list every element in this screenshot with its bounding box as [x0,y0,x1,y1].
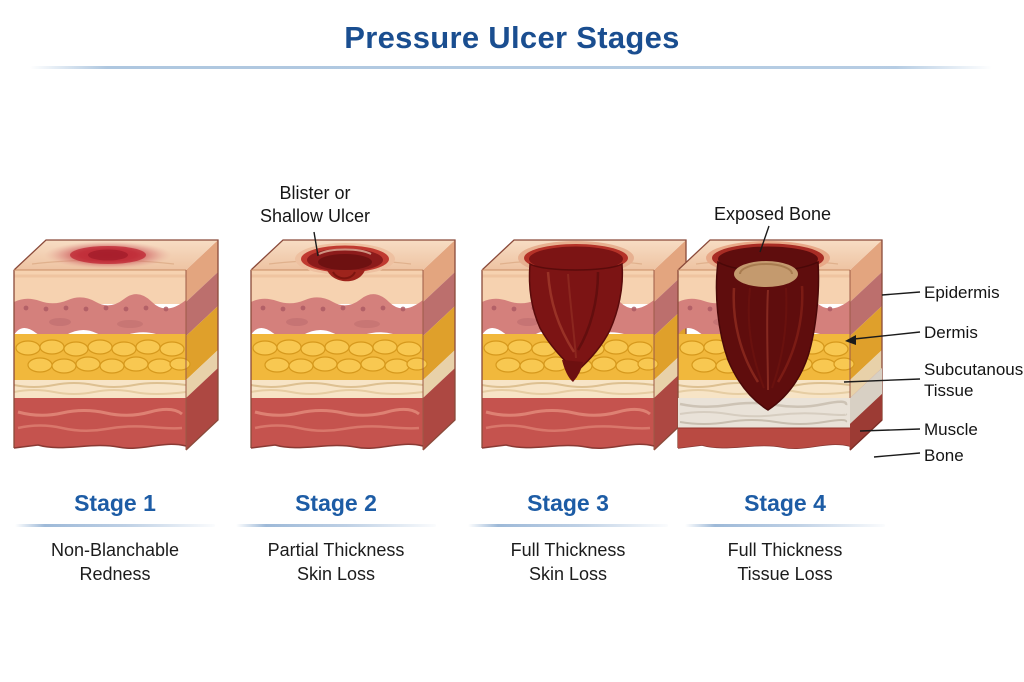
layer-label-bone: Bone [924,446,964,465]
exposed-bone-annotation: Exposed Bone [713,204,832,224]
stage-3-skin-block [480,238,688,452]
stage-4-caption: Stage 4 Full Thickness Tissue Loss [674,490,896,587]
stage-4-underline [685,524,885,527]
stage-4-description: Full Thickness Tissue Loss [727,540,843,584]
exposed-bone-surface [734,261,798,287]
stage-3-underline [468,524,668,527]
stage-4-illustration [674,232,886,460]
stage-2-caption: Stage 2 Partial Thickness Skin Loss [225,490,447,587]
stage-1-underline [15,524,215,527]
stage-2-ulcer-crater [295,243,395,282]
blister-annotation: Blister or Shallow Ulcer [259,183,371,227]
stage-1-illustration [10,232,222,460]
stage-2-skin-block [249,238,457,452]
stage-2-illustration [247,232,459,460]
stage-2-heading: Stage 2 [295,490,377,516]
layer-label-epidermis: Epidermis [924,283,1000,302]
stage-2-description: Partial Thickness Skin Loss [267,540,405,584]
stage-3-illustration [478,232,690,460]
stage-4-deep-cavity [706,241,830,411]
layer-label-subcutaneous-tissue: Subcutanous Tissue [924,360,1024,400]
stage-3-deep-wound [518,241,634,382]
layer-label-dermis: Dermis [924,323,978,342]
title-divider [30,66,992,69]
epidermis-pointer-line [881,291,921,296]
stage-3-heading: Stage 3 [527,490,609,516]
stage-4-skin-block [676,238,884,452]
stage-3-caption: Stage 3 Full Thickness Skin Loss [457,490,679,587]
stage-4-heading: Stage 4 [744,490,826,516]
stage-1-caption: Stage 1 Non-Blanchable Redness [4,490,226,587]
page-title: Pressure Ulcer Stages [344,20,680,55]
stage-1-skin-block [12,238,220,452]
stage-1-description: Non-Blanchable Redness [50,540,180,584]
layer-label-muscle: Muscle [924,420,978,439]
stage-2-underline [236,524,436,527]
stage-1-redness-spot [44,241,172,269]
stage-3-description: Full Thickness Skin Loss [510,540,626,584]
stage-1-heading: Stage 1 [74,490,156,516]
